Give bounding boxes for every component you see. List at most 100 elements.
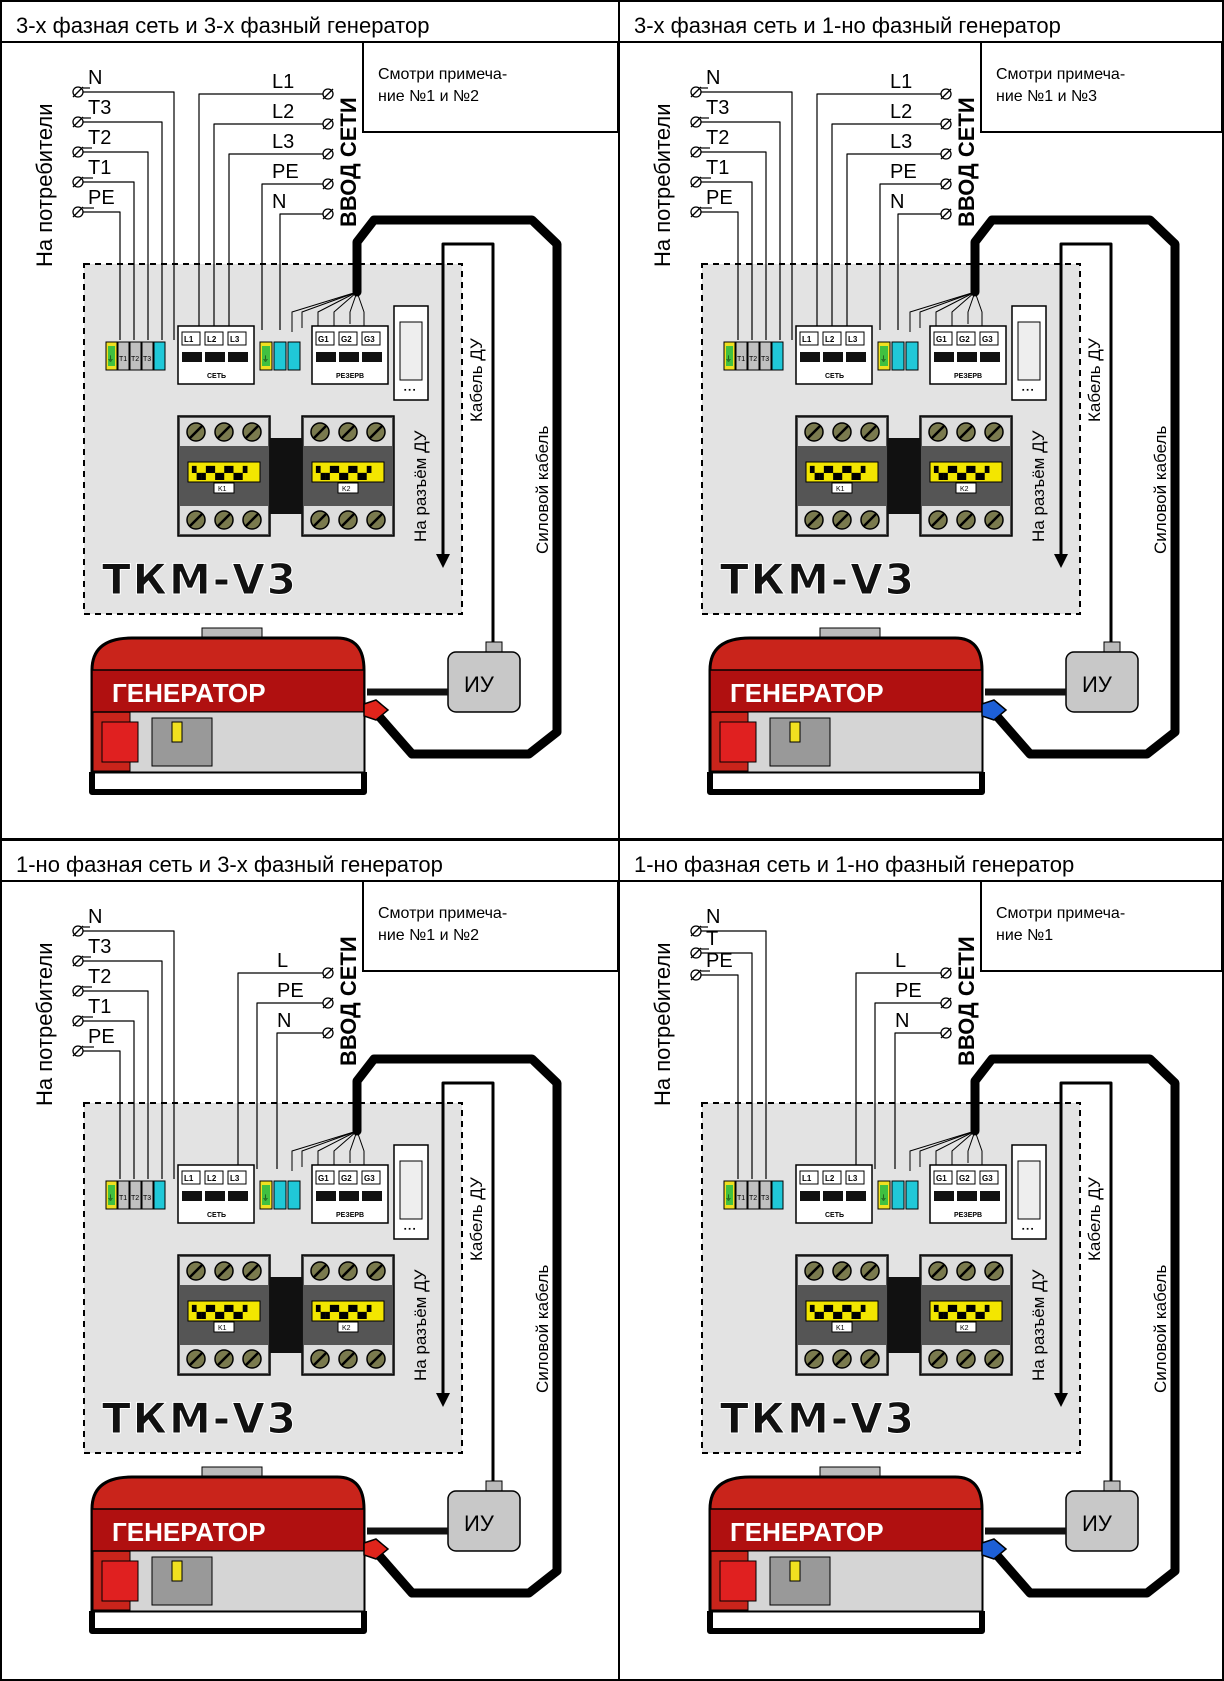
generator-engine-detail [789,721,801,743]
note-box [362,41,618,133]
consumer-terminal-label: T2 [88,966,111,988]
screw-slot [807,1352,821,1366]
din-terminal-stripe [108,1185,115,1205]
consumer-terminal-label: N [88,67,102,89]
breaker-pole-label: G3 [364,1174,375,1183]
consumer-terminal-icon-slash [72,86,84,98]
wiring-diagram: 1-но фазная сеть и 3-х фазный генераторС… [2,852,618,1634]
iu-label: ИУ [464,672,495,697]
breaker-pole-label: L1 [184,1174,194,1183]
frame-bottom [0,1679,1224,1681]
note-line-2: ние №1 [996,927,1053,944]
consumer-terminal-label: N [706,906,720,928]
arrow-down-icon [1054,554,1068,568]
screw-slot [863,1264,877,1278]
grid-terminal-label: N [272,191,286,213]
reserve-wire [919,1130,976,1167]
note-line-1: Смотри примеча- [996,66,1125,83]
breaker-lever [362,1191,382,1201]
consumer-wire [701,211,739,340]
din-terminal-block [747,341,760,371]
grid-terminal-label: N [895,1010,909,1032]
breaker-pole-label: L2 [207,1174,217,1183]
consumers-label: На потребители [650,942,675,1106]
contactor-window-pattern: ▚▞▚▞▚▞ [315,1304,372,1319]
reserve-wire [333,291,358,326]
contactor-window [805,461,879,483]
breaker-lever [228,352,248,362]
controller-display [1017,321,1041,381]
breaker-pole-label: G3 [982,1174,993,1183]
panel-1ph-grid-1ph-generator: 1-но фазная сеть и 1-но фазный генератор… [620,841,1222,1679]
din-terminal-label: ⏚ [262,355,269,363]
consumer-terminal-icon-slash [72,1015,84,1027]
contactor-tag [213,1321,235,1333]
din-terminal-stripe [880,1185,888,1205]
remote-control-cable [1059,242,1113,642]
contactor-tag [213,482,235,494]
din-terminal-label: T1 [737,356,745,363]
breaker-pole [956,331,976,346]
breaker-pole [845,1170,865,1185]
reserve-wire [301,291,358,328]
power-cable-label: Силовой кабель [533,1265,552,1393]
breaker-lever [339,352,359,362]
reserve-wire [974,1130,983,1165]
consumer-wire [83,960,163,1179]
breaker-pole [933,1170,953,1185]
din-terminal-block [759,341,772,371]
consumer-wire [701,952,753,1179]
breaker-pole [799,1170,819,1185]
grid-terminal-label: L [895,950,906,972]
note-line-1: Смотри примеча- [378,66,507,83]
contactor-label: K2 [960,486,969,493]
breaker-lever [800,352,820,362]
iu-connector [1103,641,1121,653]
din-terminal-label: T1 [737,1195,745,1202]
screw-slot [959,1352,973,1366]
breaker-pole [204,331,224,346]
generator-engine-detail [789,1560,801,1582]
consumer-terminal-label: T2 [88,127,111,149]
breaker-lever [846,1191,866,1201]
consumers-label: На потребители [650,103,675,267]
breaker-pole [799,331,819,346]
note-line-2: ние №1 и №2 [378,88,479,105]
grid-terminal-icon-slash [322,967,334,979]
din-terminal-block [891,1180,905,1210]
consumer-terminal-label: PE [88,1026,115,1048]
device-brand: ТКМ-V3 [102,555,298,604]
breaker-pole [822,331,842,346]
consumer-terminal-label: T1 [88,157,111,179]
generator-band [709,669,983,713]
screw-slot [835,1264,849,1278]
contactor-interlock [270,1277,302,1353]
screw-slot [217,1264,231,1278]
screw-slot [189,1264,203,1278]
breaker-lever [846,352,866,362]
consumer-terminal-icon-slash [72,955,84,967]
consumer-terminal-icon-slash [72,985,84,997]
breaker-pole-label: G1 [318,335,329,344]
breaker-pole [227,331,247,346]
note-line-1: Смотри примеча- [996,905,1125,922]
din-terminal-label: T1 [119,356,127,363]
breaker-lever [980,352,1000,362]
contactor-window-pattern: ▚▞▚▞▚▞ [933,1304,990,1319]
screw-slot [835,425,849,439]
din-terminal-block [287,341,301,371]
controller-display [1017,1160,1041,1220]
consumer-wire [701,151,767,340]
screw-slot [189,513,203,527]
din-terminal-block [141,341,154,371]
contactor-window-pattern: ▚▞▚▞▚▞ [191,465,248,480]
breaker-lever [316,1191,336,1201]
note-line-2: ние №1 и №3 [996,88,1097,105]
breaker-lever [228,1191,248,1201]
grid-wire [198,93,323,330]
screw-slot [217,1352,231,1366]
din-terminal-block [129,341,142,371]
screw-slot [931,1264,945,1278]
controller-leds: ▪ ▪ ▪ [1022,1226,1034,1233]
